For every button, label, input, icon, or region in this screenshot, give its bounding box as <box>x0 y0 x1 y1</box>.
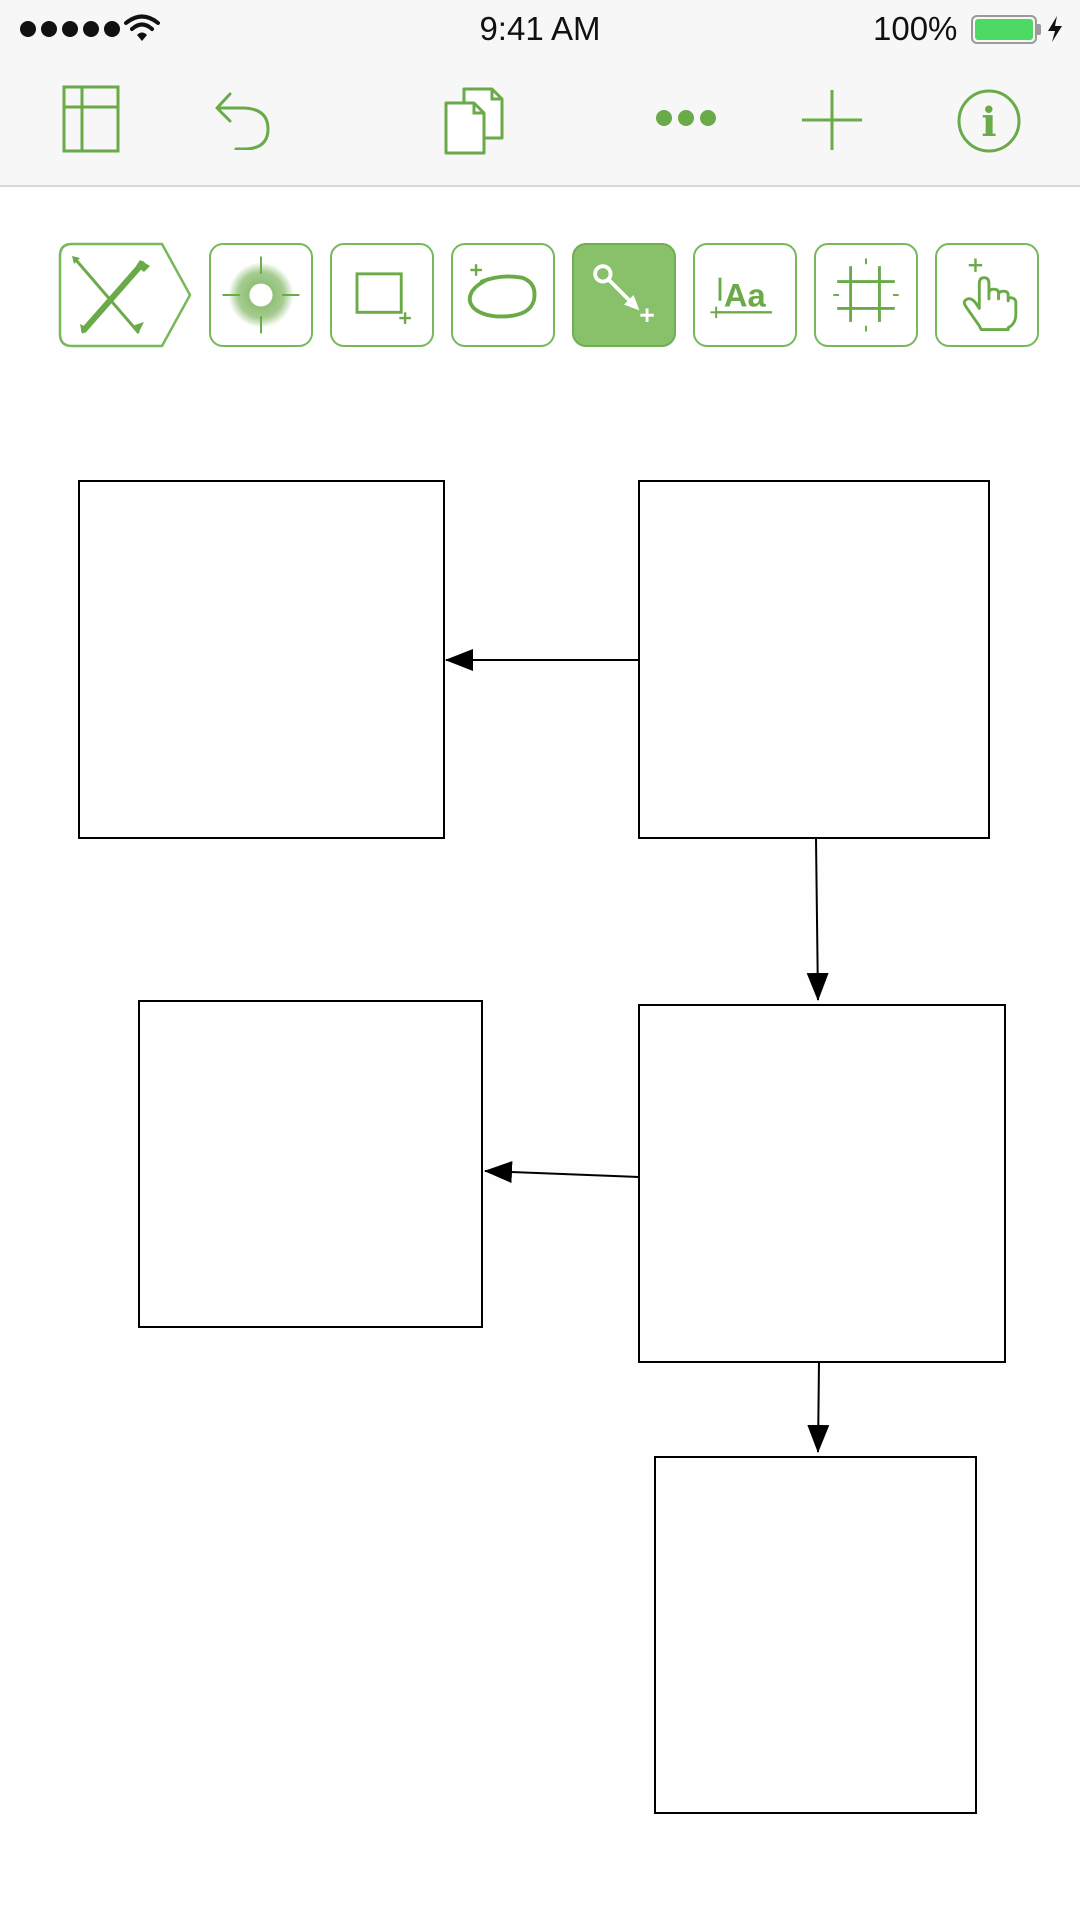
wifi-icon <box>124 14 160 41</box>
shape-tool-button[interactable] <box>330 243 434 347</box>
node-middle-left-box[interactable] <box>138 1000 483 1328</box>
connection-tool-button[interactable] <box>572 243 676 347</box>
connector-plus-icon <box>593 264 654 322</box>
document-toolbar: i <box>0 58 1080 187</box>
documents-button[interactable] <box>442 86 506 156</box>
more-icon <box>656 110 716 126</box>
text-tool-button[interactable]: Aa <box>693 243 797 347</box>
battery-nub <box>1037 24 1041 35</box>
lasso-tool-button[interactable] <box>451 243 555 347</box>
diagram-canvas[interactable] <box>0 187 1080 1920</box>
crop-tool-button[interactable] <box>814 243 918 347</box>
text-aa-icon: Aa <box>710 277 772 319</box>
selection-tool-button[interactable] <box>209 243 313 347</box>
drawing-mode-button[interactable] <box>58 242 192 348</box>
documents-icon <box>444 87 504 155</box>
crop-icon <box>833 258 899 332</box>
battery-percentage: 100% <box>873 10 958 47</box>
node-bottom-box[interactable] <box>654 1456 977 1814</box>
node-middle-right-box[interactable] <box>638 1004 1006 1363</box>
node-top-left-box[interactable] <box>78 480 445 839</box>
lasso-icon <box>467 264 537 319</box>
add-icon <box>802 90 862 150</box>
sidebar-icon <box>62 85 120 153</box>
touch-tool-button[interactable] <box>935 243 1039 347</box>
undo-button[interactable] <box>212 88 272 150</box>
battery-icon <box>971 15 1037 44</box>
target-icon <box>222 256 300 334</box>
cellular-signal-icon <box>20 21 120 37</box>
info-button[interactable]: i <box>956 88 1022 154</box>
add-button[interactable] <box>800 88 864 152</box>
connector-middle-right-to-middle-left[interactable] <box>484 1161 640 1184</box>
more-button[interactable] <box>654 108 718 128</box>
info-icon: i <box>957 89 1021 153</box>
connector-top-right-to-middle-right[interactable] <box>806 838 829 1001</box>
connector-middle-right-to-bottom[interactable] <box>807 1361 830 1453</box>
sidebar-button[interactable] <box>62 85 120 153</box>
text-tool-glyph: Aa <box>724 277 767 314</box>
charging-bolt-icon <box>1048 16 1062 42</box>
pencil-ruler-icon <box>58 242 192 348</box>
node-top-right-box[interactable] <box>638 480 990 839</box>
rectangle-plus-icon <box>355 272 411 324</box>
info-glyph: i <box>981 99 996 146</box>
status-bar: 9:41 AM 100% <box>0 0 1080 58</box>
undo-icon <box>215 92 270 150</box>
hand-pointer-icon <box>962 258 1018 332</box>
status-time: 9:41 AM <box>479 10 601 47</box>
